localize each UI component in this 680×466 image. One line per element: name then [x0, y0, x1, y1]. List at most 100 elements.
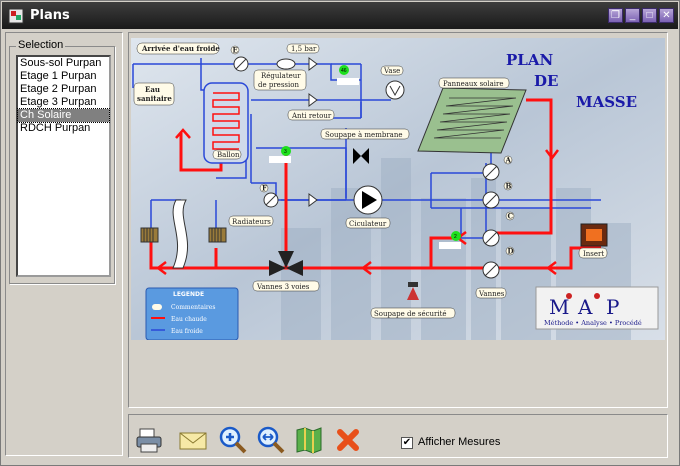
label-vase: Vase [380, 65, 404, 76]
bottom-toolbar [128, 414, 668, 458]
svg-text:Ciculateur: Ciculateur [349, 220, 387, 228]
sensor-46-value: 46 [341, 68, 347, 74]
svg-text:PLAN: PLAN [506, 51, 553, 69]
label-insert: Insert [578, 247, 608, 259]
wall-break-icon [172, 199, 188, 269]
list-item[interactable]: Etage 3 Purpan [20, 96, 97, 108]
valve-letters: E F A B C D [230, 46, 515, 256]
window-title: Plans [30, 8, 70, 23]
radiator-right [208, 227, 227, 243]
ballon-tank [203, 82, 249, 164]
svg-text:P: P [606, 295, 619, 319]
solar-panel [417, 87, 527, 154]
maximize-icon[interactable]: □ [642, 8, 657, 23]
selection-legend: Selection [16, 39, 66, 51]
svg-text:DE: DE [534, 72, 558, 90]
svg-text:M: M [549, 295, 569, 319]
label-vannes: Vannes [475, 287, 507, 299]
map-logo: M A P Méthode • Analyse • Procédé [535, 286, 659, 330]
circulator-pump [353, 185, 383, 215]
safety-valve [407, 282, 419, 300]
svg-text:Panneaux solaire: Panneaux solaire [443, 80, 504, 88]
plan-title: PLAN DE MASSE [506, 51, 637, 111]
close-window-icon[interactable]: ✕ [659, 8, 674, 23]
sensor-2-value: 2 [454, 234, 457, 240]
map-icon[interactable] [294, 425, 324, 455]
svg-text:D: D [508, 247, 514, 256]
close-icon[interactable] [333, 425, 363, 455]
svg-text:1,5 bar: 1,5 bar [291, 45, 317, 53]
sensor-3: 3 [269, 146, 291, 163]
svg-text:Anti retour: Anti retour [291, 112, 332, 120]
label-soupape-securite: Soupape de sécurité [370, 307, 456, 319]
list-item[interactable]: Sous-sol Purpan [20, 57, 102, 69]
label-ballon: Ballon [212, 149, 242, 160]
svg-text:Vannes 3 voies: Vannes 3 voies [256, 283, 310, 291]
expansion-vessel [385, 80, 405, 100]
svg-text:Soupape à membrane: Soupape à membrane [325, 130, 403, 139]
selection-group: Selection [9, 39, 115, 284]
label-panneaux: Panneaux solaire [438, 77, 510, 89]
zoom-fit-icon[interactable] [256, 425, 286, 455]
svg-text:Eau chaude: Eau chaude [171, 316, 207, 323]
label-radiateurs: Radiateurs [228, 215, 274, 227]
list-item[interactable]: Etage 2 Purpan [20, 83, 97, 95]
svg-text:A: A [505, 156, 512, 165]
list-item[interactable]: Etage 1 Purpan [20, 70, 97, 82]
three-way-valve [269, 251, 303, 276]
svg-text:MASSE: MASSE [576, 93, 637, 111]
svg-text:A: A [577, 295, 593, 319]
svg-text:B: B [506, 182, 512, 191]
sensor-2: 2 [439, 231, 461, 249]
insert-fireplace [580, 223, 608, 247]
diagram-legend: LEGENDE Commentaires Eau chaude Eau froi… [145, 287, 239, 340]
app-icon [8, 8, 24, 23]
svg-text:Vannes: Vannes [478, 290, 505, 298]
radiator-left [140, 227, 159, 243]
title-bar: Plans ❐ _ □ ✕ [2, 2, 678, 29]
restore-icon[interactable]: ❐ [608, 8, 623, 23]
check-valves [308, 57, 318, 207]
label-bar: 1,5 bar [286, 43, 320, 54]
svg-text:E: E [233, 46, 238, 55]
afficher-mesures-label: Afficher Mesures [418, 436, 501, 448]
svg-text:de pression: de pression [258, 81, 299, 89]
selection-list[interactable]: Sous-sol Purpan Etage 1 Purpan Etage 2 P… [16, 55, 111, 277]
svg-text:F: F [262, 184, 267, 193]
left-panel [5, 32, 123, 456]
membrane-valve [353, 148, 369, 164]
printer-icon[interactable] [135, 425, 165, 455]
svg-text:Vase: Vase [383, 67, 400, 75]
svg-text:Commentaires: Commentaires [171, 304, 215, 311]
svg-text:Eau froide: Eau froide [171, 328, 203, 335]
label-anti-retour: Anti retour [287, 109, 335, 121]
label-vanne3: Vannes 3 voies [252, 280, 320, 292]
mail-icon[interactable] [178, 425, 208, 455]
sensor-46: 46 [337, 65, 359, 85]
list-item-selected[interactable]: Ch Solaire [17, 108, 110, 123]
right-panel [128, 32, 668, 408]
valve-gauges [233, 56, 500, 279]
svg-text:Insert: Insert [583, 250, 604, 258]
minimize-icon[interactable]: _ [625, 8, 640, 23]
label-ciculateur: Ciculateur [345, 217, 391, 229]
svg-text:LEGENDE: LEGENDE [173, 291, 204, 298]
svg-text:Ballon: Ballon [217, 151, 240, 159]
svg-text:Régulateur: Régulateur [261, 72, 301, 80]
afficher-mesures-checkbox[interactable]: ✔ [401, 437, 413, 449]
sensor-3-value: 3 [284, 149, 287, 155]
svg-text:Radiateurs: Radiateurs [232, 218, 271, 226]
list-item[interactable]: RDCH Purpan [20, 122, 91, 134]
svg-text:Eau: Eau [145, 85, 160, 94]
label-soupape-membrane: Soupape à membrane [320, 128, 410, 140]
svg-text:Arrivée d'eau froide: Arrivée d'eau froide [141, 44, 220, 53]
label-arrivee: Arrivée d'eau froide [136, 42, 220, 55]
svg-text:Soupape de sécurité: Soupape de sécurité [374, 310, 447, 318]
svg-text:C: C [508, 212, 514, 221]
zoom-in-icon[interactable] [218, 425, 248, 455]
svg-text:Méthode • Analyse • Procédé: Méthode • Analyse • Procédé [544, 319, 642, 327]
svg-text:sanitaire: sanitaire [137, 94, 172, 103]
